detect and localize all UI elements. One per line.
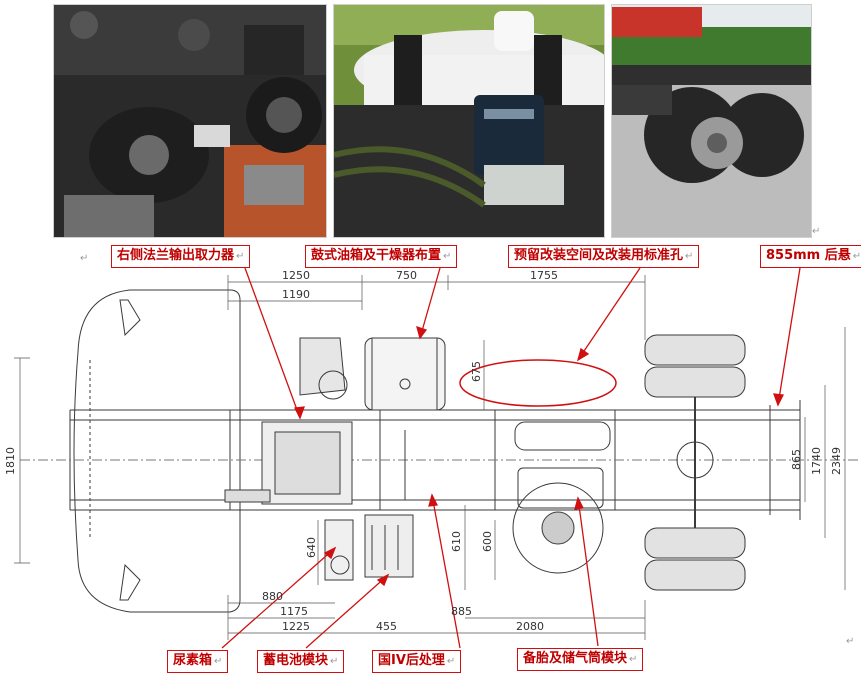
dim-610: 610 (450, 531, 463, 552)
dim-1250: 1250 (282, 269, 310, 282)
label-fuel-tank-dryer-text: 鼓式油箱及干燥器布置 (311, 248, 442, 263)
dim-750: 750 (396, 269, 417, 282)
paragraph-mark: ↵ (846, 636, 855, 647)
label-rear-overhang-text: 855mm 后悬 (766, 248, 851, 263)
dim-2080: 2080 (516, 620, 544, 633)
frame-rail (70, 409, 800, 421)
fuel-tank-shape (364, 337, 446, 411)
dim-1225: 1225 (282, 620, 310, 633)
dim-640: 640 (305, 537, 318, 558)
paragraph-mark: ↵ (812, 226, 821, 237)
label-fuel-tank-dryer: 鼓式油箱及干燥器布置↵ (305, 245, 458, 268)
spare-tire-shape (512, 482, 604, 574)
label-urea-tank: 尿素箱↵ (167, 650, 229, 673)
photo-pto-engine (53, 4, 327, 238)
dim-675: 675 (470, 361, 483, 382)
dim-1755: 1755 (530, 269, 558, 282)
dim-600: 600 (481, 531, 494, 552)
label-pto: 右侧法兰输出取力器↵ (111, 245, 251, 268)
label-reserved-space: 预留改装空间及改装用标准孔↵ (508, 245, 700, 268)
label-aftertreatment-text: 国IV后处理 (378, 653, 445, 668)
reserved-space-ellipse (459, 359, 617, 407)
dim-1810: 1810 (4, 447, 17, 475)
label-battery-module-text: 蓄电池模块 (263, 653, 329, 668)
battery-box (364, 514, 414, 578)
label-spare-tire-air-tank-text: 备胎及储气筒模块 (523, 651, 628, 666)
label-battery-module: 蓄电池模块↵ (257, 650, 345, 673)
label-urea-tank-text: 尿素箱 (173, 653, 213, 668)
photo-rear-wheels (611, 4, 812, 238)
dim-455: 455 (376, 620, 397, 633)
label-aftertreatment: 国IV后处理↵ (372, 650, 462, 673)
label-pto-text: 右侧法兰输出取力器 (117, 248, 235, 263)
dim-865: 865 (790, 449, 803, 470)
cab-outline (73, 289, 241, 613)
dim-885: 885 (451, 605, 472, 618)
label-reserved-space-text: 预留改装空间及改装用标准孔 (514, 248, 684, 263)
label-rear-overhang: 855mm 后悬↵ (760, 245, 861, 268)
paragraph-mark: ↵ (80, 253, 89, 264)
dim-2349: 2349 (830, 447, 843, 475)
dim-1190: 1190 (282, 288, 310, 301)
dim-1740: 1740 (810, 447, 823, 475)
dim-1175: 1175 (280, 605, 308, 618)
photo-fuel-tank-dryer (333, 4, 605, 238)
dim-880: 880 (262, 590, 283, 603)
label-spare-tire-air-tank: 备胎及储气筒模块↵ (517, 648, 644, 671)
